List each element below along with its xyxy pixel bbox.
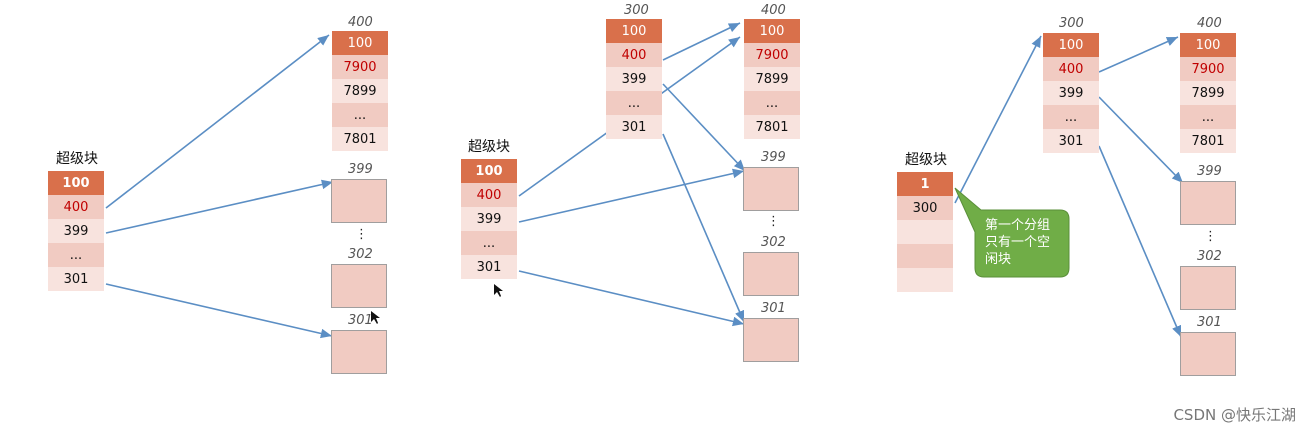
vertical-ellipsis: ⋮ <box>767 214 780 229</box>
p3-superblock-cell <box>897 268 953 292</box>
p2-group300-cell: 301 <box>606 115 662 139</box>
group-302-block <box>743 252 799 296</box>
p2-group400-cell: 7900 <box>744 43 800 67</box>
vertical-ellipsis: ⋮ <box>1204 229 1217 244</box>
p2-superblock-cell: 301 <box>461 255 517 279</box>
p2-superblock-cell: ... <box>461 231 517 255</box>
arrow-p3-g300-301 <box>1098 145 1182 338</box>
group-399-block <box>1180 181 1236 225</box>
arrow-p3-g300-399 <box>1098 96 1184 184</box>
p3-group400-cell: 7900 <box>1180 57 1236 81</box>
arrow-p3-g300-400 <box>1098 36 1179 73</box>
p2-group400-cell: 100 <box>744 19 800 43</box>
p1-superblock-cell: 399 <box>48 219 104 243</box>
group-399-block <box>331 179 387 223</box>
p3-group400-cell: 7801 <box>1180 129 1236 153</box>
p1-superblock-cell: 301 <box>48 267 104 291</box>
p3-group300-cell: 400 <box>1043 57 1099 81</box>
group-301-label: 301 <box>761 301 786 316</box>
p3-group300-cell: 100 <box>1043 33 1099 57</box>
arrow-p2-399 <box>518 168 745 223</box>
group-300-label: 300 <box>1059 16 1084 31</box>
group-302-block <box>1180 266 1236 310</box>
p3-group300-cell: ... <box>1043 105 1099 129</box>
arrow-p1-399 <box>105 179 334 234</box>
vertical-ellipsis: ⋮ <box>355 227 368 242</box>
p1-group400-cell: 7899 <box>332 79 388 103</box>
p1-superblock-cell: 100 <box>48 171 104 195</box>
p3-group300-cell: 399 <box>1043 81 1099 105</box>
p2-group400-cell: 7801 <box>744 115 800 139</box>
arrow-p2-g300-399 <box>662 83 746 172</box>
p2-group300-cell: 400 <box>606 43 662 67</box>
p2-group300-cell: 100 <box>606 19 662 43</box>
group-400-label: 400 <box>761 3 786 18</box>
superblock-label: 超级块 <box>56 151 98 167</box>
p3-group400-cell: 7899 <box>1180 81 1236 105</box>
callout-text: 第一个分组 只有一个空 闲块 <box>985 218 1051 267</box>
group-399-label: 399 <box>348 162 373 177</box>
p3-superblock-cell: 1 <box>897 172 953 196</box>
p2-group300-cell: ... <box>606 91 662 115</box>
group-302-block <box>331 264 387 308</box>
p3-superblock-cell <box>897 244 953 268</box>
p2-superblock-cell: 399 <box>461 207 517 231</box>
arrow-p2-g300-400 <box>662 22 741 61</box>
group-301-label: 301 <box>1197 315 1222 330</box>
p2-group400-cell: ... <box>744 91 800 115</box>
arrow-p2-301 <box>518 270 745 327</box>
cursor-icon <box>494 284 503 297</box>
group-302-label: 302 <box>761 235 786 250</box>
arrow-p1-400 <box>105 34 330 209</box>
p1-group400-cell: 7900 <box>332 55 388 79</box>
p1-group400-cell: 7801 <box>332 127 388 151</box>
p3-superblock-cell <box>897 220 953 244</box>
p1-superblock-cell: 400 <box>48 195 104 219</box>
arrow-p1-301 <box>105 283 333 339</box>
group-301-block <box>331 330 387 374</box>
group-399-block <box>743 167 799 211</box>
p2-group400-cell: 7899 <box>744 67 800 91</box>
superblock-label: 超级块 <box>468 139 510 155</box>
group-400-label: 400 <box>1197 16 1222 31</box>
p2-group300-cell: 399 <box>606 67 662 91</box>
cursor-icon <box>371 311 380 324</box>
group-399-label: 399 <box>761 150 786 165</box>
group-400-label: 400 <box>348 15 373 30</box>
p3-group400-cell: 100 <box>1180 33 1236 57</box>
p1-group400-cell: ... <box>332 103 388 127</box>
group-301-label: 301 <box>348 313 373 328</box>
callout-bubble <box>954 187 1070 278</box>
group-302-label: 302 <box>348 247 373 262</box>
arrow-p3-300 <box>954 35 1042 204</box>
p1-group400-cell: 100 <box>332 31 388 55</box>
group-301-block <box>743 318 799 362</box>
group-399-label: 399 <box>1197 164 1222 179</box>
p1-superblock-cell: ... <box>48 243 104 267</box>
group-302-label: 302 <box>1197 249 1222 264</box>
superblock-label: 超级块 <box>905 152 947 168</box>
watermark: CSDN @快乐江湖 <box>1173 406 1296 424</box>
p2-superblock-cell: 400 <box>461 183 517 207</box>
p3-group300-cell: 301 <box>1043 129 1099 153</box>
p2-superblock-cell: 100 <box>461 159 517 183</box>
p3-group400-cell: ... <box>1180 105 1236 129</box>
arrow-p2-g300-301 <box>662 133 745 323</box>
p3-superblock-cell: 300 <box>897 196 953 220</box>
group-300-label: 300 <box>624 3 649 18</box>
group-301-block <box>1180 332 1236 376</box>
